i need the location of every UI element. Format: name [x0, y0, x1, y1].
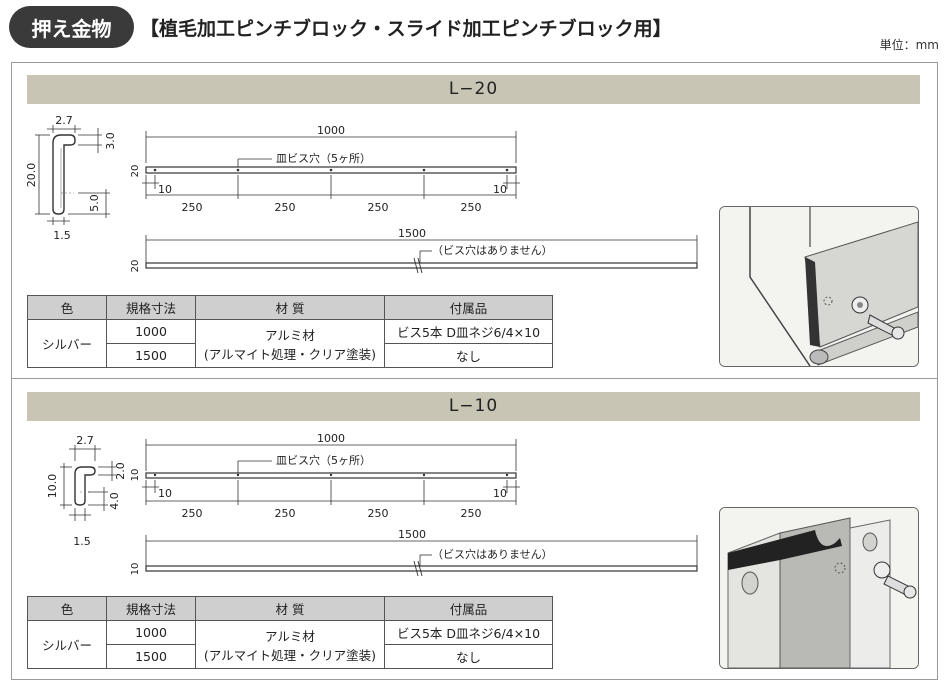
category-badge: 押え金物	[9, 6, 134, 48]
header-accessory: 付属品	[384, 596, 553, 621]
cell-accessory-1500: なし	[384, 343, 553, 368]
plain-length: 1500	[398, 528, 426, 541]
bar-1500-diagram: 1500 （ビス穴はありません） 20	[130, 227, 698, 274]
cell-material: アルミ材 (アルマイト処理・クリア塗装)	[195, 620, 385, 669]
pitch-4: 250	[461, 507, 482, 520]
dim-thickness: 1.5	[73, 535, 91, 548]
plain-bar-body	[145, 565, 698, 572]
unit-note: 単位：mm	[879, 38, 939, 52]
spec-table: 色 規格寸法 材 質 付属品 シルバー 1000 アルミ材 (アルマイト処理・ク…	[27, 596, 553, 669]
cell-accessory-1000: ビス5本 D皿ネジ6/4×10	[384, 319, 553, 344]
pitch-2: 250	[275, 201, 296, 214]
hole-label: 皿ビス穴（5ヶ所）	[276, 151, 371, 165]
installation-photo	[719, 507, 919, 669]
end-right: 10	[493, 183, 507, 196]
pitch-1: 250	[182, 507, 203, 520]
header-accessory: 付属品	[384, 295, 553, 320]
header-color: 色	[27, 596, 107, 621]
spec-table: 色 規格寸法 材 質 付属品 シルバー 1000 アルミ材 (アルマイト処理・ク…	[27, 295, 553, 368]
cell-size-1000: 1000	[106, 620, 196, 645]
cell-size-1500: 1500	[106, 644, 196, 669]
bar-length: 1000	[317, 124, 345, 137]
cell-size-1500: 1500	[106, 343, 196, 368]
cell-color: シルバー	[27, 319, 107, 368]
header-size: 規格寸法	[106, 596, 196, 621]
cell-accessory-1000: ビス5本 D皿ネジ6/4×10	[384, 620, 553, 645]
material-line-2: (アルマイト処理・クリア塗装)	[203, 346, 377, 362]
section-l10: L−10 2.7 2.0 10.0 4.0 1.5 1000 皿ビス穴（5ヶ所）	[11, 378, 938, 680]
material-line-2: (アルマイト処理・クリア塗装)	[203, 647, 377, 663]
pitch-1: 250	[182, 201, 203, 214]
profile-diagram: 2.7 2.0 10.0 4.0 1.5	[46, 434, 127, 548]
pitch-3: 250	[368, 201, 389, 214]
dim-lip: 3.0	[104, 132, 117, 150]
end-left: 10	[158, 487, 172, 500]
plain-length: 1500	[398, 227, 426, 240]
cell-size-1000: 1000	[106, 319, 196, 344]
header-material: 材 質	[195, 295, 385, 320]
hole-label: 皿ビス穴（5ヶ所）	[276, 453, 371, 467]
plain-height: 10	[130, 563, 141, 576]
dim-lip: 2.0	[114, 462, 127, 480]
model-band: L−10	[27, 392, 920, 421]
header-material: 材 質	[195, 596, 385, 621]
dim-height: 20.0	[25, 163, 38, 188]
dim-hole-pos: 4.0	[108, 492, 121, 510]
dim-height: 10.0	[46, 474, 59, 499]
pitch-3: 250	[368, 507, 389, 520]
dim-width-top: 2.7	[55, 114, 73, 127]
header-size: 規格寸法	[106, 295, 196, 320]
profile-diagram: 2.7 3.0 20.0 5.0 1.5	[25, 114, 117, 242]
bar-1000-diagram: 1000 皿ビス穴（5ヶ所） 20 10 10 250 250 250 250	[130, 124, 520, 214]
cell-accessory-1500: なし	[384, 644, 553, 669]
end-right: 10	[493, 487, 507, 500]
bar-height: 20	[130, 165, 141, 178]
bar-1000-diagram: 1000 皿ビス穴（5ヶ所） 10 10 10 250 250 250 250	[130, 432, 520, 520]
plain-bar-body	[145, 262, 698, 269]
plain-note: （ビス穴はありません）	[432, 547, 553, 561]
header-color: 色	[27, 295, 107, 320]
pitch-2: 250	[275, 507, 296, 520]
section-l20: L−20 2.7 3.0 20.0 5.0 1.5 1000	[11, 62, 938, 380]
bar-length: 1000	[317, 432, 345, 445]
bar-1500-diagram: 1500 （ビス穴はありません） 10	[130, 528, 698, 577]
plain-height: 20	[130, 260, 141, 273]
bar-height: 10	[130, 469, 141, 482]
material-line-1: アルミ材	[265, 628, 315, 644]
model-band: L−20	[27, 75, 920, 104]
material-line-1: アルミ材	[265, 327, 315, 343]
cell-color: シルバー	[27, 620, 107, 669]
badge-text: 押え金物	[31, 16, 112, 41]
end-left: 10	[158, 183, 172, 196]
page-title: 【植毛加工ピンチブロック・スライド加工ピンチブロック用】	[140, 18, 672, 40]
dim-width-top: 2.7	[76, 434, 94, 447]
installation-photo	[719, 206, 919, 367]
plain-note: （ビス穴はありません）	[432, 243, 553, 257]
cell-material: アルミ材 (アルマイト処理・クリア塗装)	[195, 319, 385, 368]
pitch-4: 250	[461, 201, 482, 214]
dim-thickness: 1.5	[53, 229, 71, 242]
dim-hole-pos: 5.0	[88, 194, 101, 212]
